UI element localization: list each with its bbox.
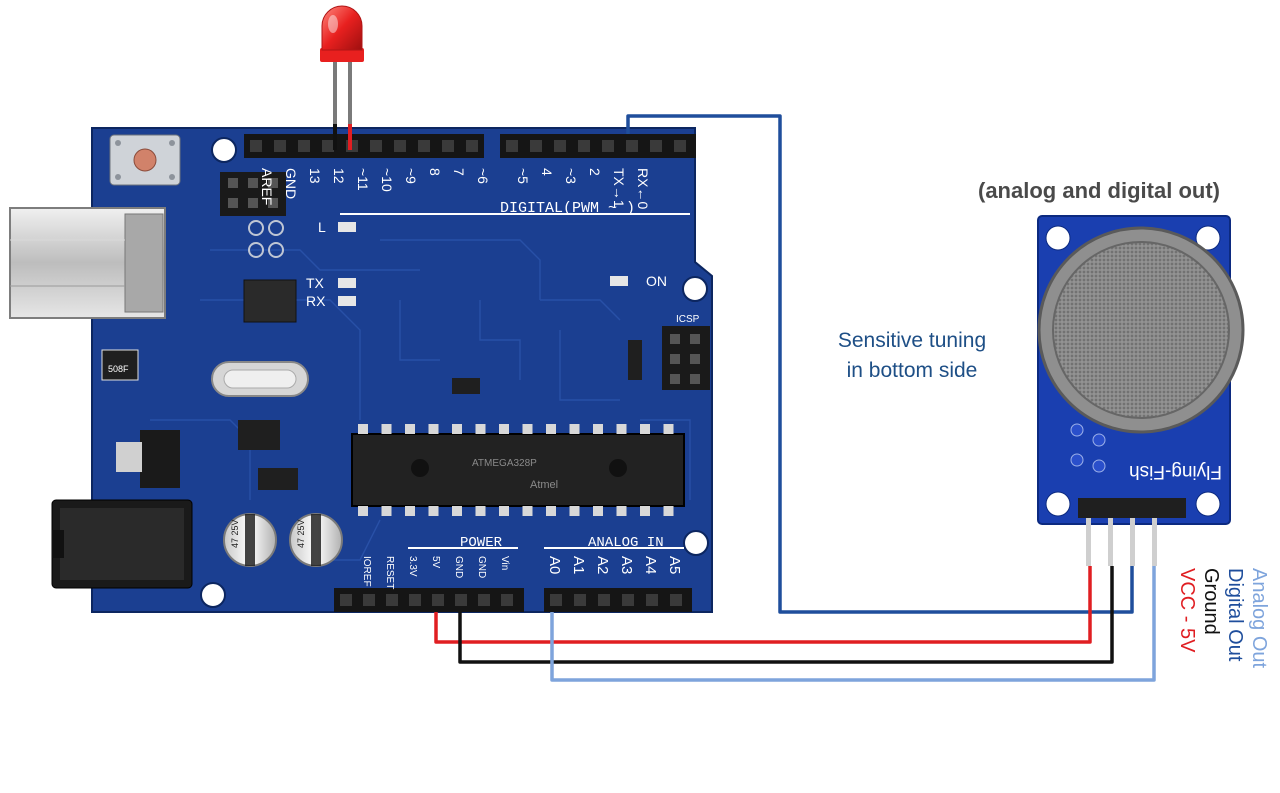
led-label-l: L <box>318 219 326 235</box>
sensor-mounting-hole <box>1045 225 1071 251</box>
label-analog-out: Analog Out <box>1248 568 1270 669</box>
chip-label: ATMEGA328P <box>472 458 537 469</box>
power-pin-labels: IOREF RESET 3.3V 5V GND GND Vin <box>361 556 510 589</box>
regulator-label: 508F <box>108 364 129 374</box>
digital-pin-label: AREF <box>259 168 275 205</box>
smd-chip <box>258 468 298 490</box>
power-pin-label: 5V <box>430 556 441 569</box>
digital-pin-label: 13 <box>307 168 323 184</box>
analog-pin-labels: A0 A1 A2 A3 A4 A5 <box>546 556 683 574</box>
tuning-note: Sensitive tuning in bottom side <box>822 326 1002 386</box>
crystal-oscillator <box>211 361 309 397</box>
digital-header <box>244 134 696 158</box>
power-pin-label: IOREF <box>361 556 372 587</box>
mounting-hole <box>211 137 237 163</box>
dc-power-jack <box>51 499 193 589</box>
board-led-indicators: L TX RX ON <box>306 219 667 309</box>
chip-brand: Atmel <box>530 479 558 491</box>
reset-button <box>109 134 181 186</box>
label-digital-out: Digital Out <box>1224 568 1246 662</box>
digital-pin-label: RX←0 <box>635 168 651 209</box>
digital-pin-label: 2 <box>587 168 603 176</box>
power-pin-label: Vin <box>499 556 510 570</box>
mounting-hole <box>200 582 226 608</box>
wire-digital-out <box>626 114 1134 614</box>
analog-pin-label: A0 <box>546 556 563 574</box>
atmega-chip: ATMEGA328P Atmel <box>351 424 685 516</box>
sensor-title: (analog and digital out) <box>978 178 1220 203</box>
wire-vcc <box>434 566 1092 644</box>
gas-sensor-module: Flying-Fish <box>1037 215 1245 566</box>
icsp-usb-header <box>220 172 286 258</box>
analog-pin-label: A1 <box>570 556 587 574</box>
sensor-mesh <box>1052 241 1230 419</box>
smd-component <box>452 378 480 394</box>
analog-pin-label: A4 <box>642 556 659 574</box>
red-led <box>320 5 364 150</box>
led-label-on: ON <box>646 273 667 289</box>
icsp-label: ICSP <box>676 314 700 325</box>
smd-chip <box>238 420 280 450</box>
power-pin-label: 3.3V <box>407 556 418 577</box>
wire-analog-out <box>550 566 1156 682</box>
sensor-mounting-hole <box>1195 491 1221 517</box>
analog-pin-label: A2 <box>594 556 611 574</box>
label-vcc: VCC - 5V <box>1176 568 1198 653</box>
analog-pin-label: A5 <box>666 556 683 574</box>
capacitor-text: 47 25V <box>230 519 240 548</box>
sensor-mounting-hole <box>1195 225 1221 251</box>
digital-pin-label: ~11 <box>355 168 371 191</box>
digital-header-label: DIGITAL(PWM ~ ) <box>500 200 635 217</box>
voltage-regulator <box>116 430 180 488</box>
icsp-header: ICSP <box>662 314 710 390</box>
digital-pin-label: ~9 <box>403 168 419 184</box>
digital-pin-label: GND <box>283 168 299 199</box>
power-pin-label: RESET <box>384 556 395 589</box>
usb-chip <box>243 279 297 323</box>
wires <box>434 114 1156 682</box>
analog-header-label: ANALOG IN <box>588 535 664 551</box>
usb-connector <box>9 207 166 319</box>
digital-pin-label: ~6 <box>475 168 491 184</box>
wire-ground <box>458 566 1114 664</box>
regulator-508f <box>101 349 139 381</box>
analog-pin-label: A3 <box>618 556 635 574</box>
digital-pin-label: 7 <box>451 168 467 176</box>
mounting-hole <box>682 276 708 302</box>
sensor-mounting-hole <box>1045 491 1071 517</box>
power-analog-header <box>334 588 692 612</box>
digital-pin-label: 12 <box>331 168 347 184</box>
digital-pin-label: ~5 <box>515 168 531 184</box>
sensor-pcb-text: Flying-Fish <box>1129 461 1222 482</box>
digital-pin-label: ~10 <box>379 168 395 192</box>
led-label-tx: TX <box>306 275 325 291</box>
arduino-board: 508F 47 25V 47 25V L TX RX ON <box>9 127 713 613</box>
label-ground: Ground <box>1200 568 1222 635</box>
mounting-hole <box>683 530 709 556</box>
led-label-rx: RX <box>306 293 326 309</box>
tuning-note-line-2: in bottom side <box>846 359 978 382</box>
capacitor: 47 25V <box>289 513 343 567</box>
digital-pin-label: TX→1 <box>611 168 627 208</box>
capacitor-text: 47 25V <box>296 519 306 548</box>
power-header-label: POWER <box>460 535 503 551</box>
digital-pin-label: 4 <box>539 168 555 176</box>
digital-pin-label: ~3 <box>563 168 579 184</box>
power-pin-label: GND <box>476 556 487 578</box>
power-pin-label: GND <box>453 556 464 578</box>
smd-component <box>628 340 642 380</box>
tuning-note-line-1: Sensitive tuning <box>837 329 987 352</box>
capacitor: 47 25V <box>223 513 277 567</box>
digital-pin-label: 8 <box>427 168 443 176</box>
